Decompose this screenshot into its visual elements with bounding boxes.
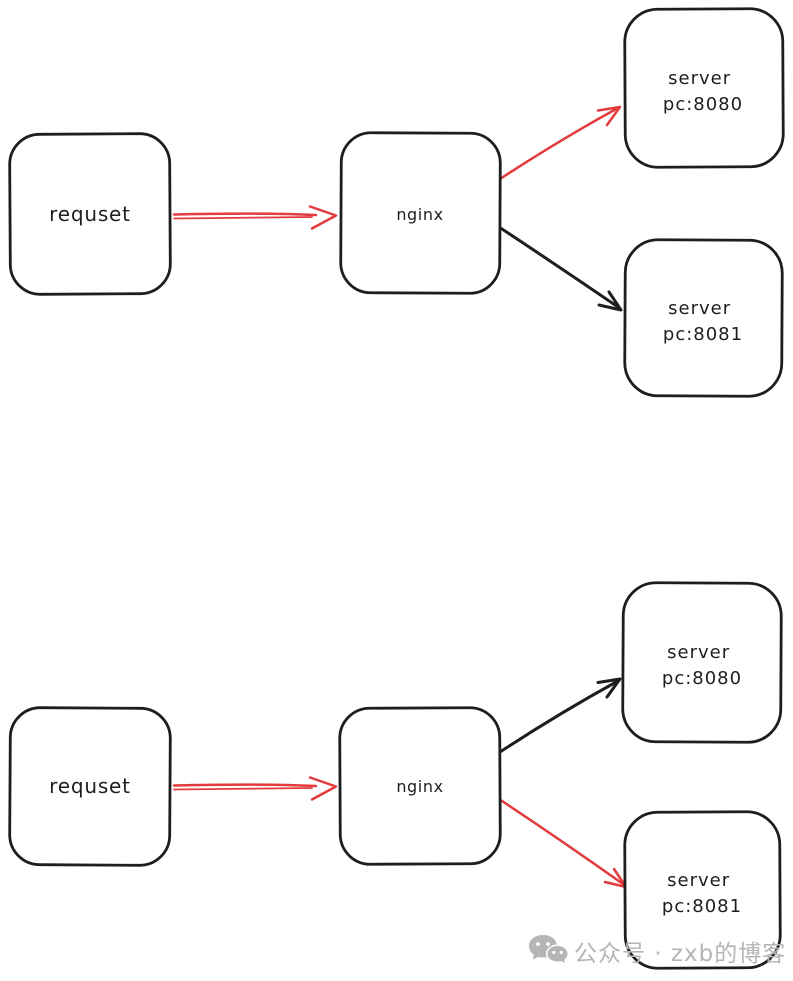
server-label-line1: server bbox=[668, 298, 731, 319]
arrowhead-icon bbox=[596, 677, 622, 699]
server-label-line2: pc:8080 bbox=[662, 668, 742, 689]
nginx-node-top: nginx bbox=[339, 131, 502, 295]
server-node-box bbox=[623, 810, 782, 970]
edge-request-to-nginx-top bbox=[172, 205, 338, 230]
watermark-text: 公众号 · zxb的博客 bbox=[574, 941, 786, 967]
server-node-box bbox=[623, 238, 784, 398]
edge-request-to-nginx-bottom bbox=[172, 776, 338, 801]
edge-nginx-to-server8080-bottom bbox=[498, 677, 622, 754]
arrowhead-icon bbox=[308, 776, 338, 801]
server-label-line2: pc:8081 bbox=[663, 324, 743, 345]
server-8081-node-top: server pc:8081 bbox=[623, 238, 784, 398]
wechat-eye bbox=[546, 942, 550, 946]
server-8081-label: server pc:8081 bbox=[662, 870, 742, 917]
edge-nginx-to-server8081-top bbox=[497, 225, 623, 312]
request-node-label: requset bbox=[49, 202, 131, 226]
server-8080-node-bottom: server pc:8080 bbox=[621, 581, 783, 744]
edge-nginx-to-server8081-bottom bbox=[497, 797, 628, 889]
edge-line-doublestroke bbox=[173, 216, 313, 220]
request-node-label: requset bbox=[49, 774, 131, 798]
server-node-box bbox=[623, 7, 785, 169]
request-node-bottom: requset bbox=[8, 706, 172, 867]
server-label-line2: pc:8081 bbox=[662, 896, 742, 917]
server-8081-label: server pc:8081 bbox=[663, 298, 743, 345]
request-node-box bbox=[8, 706, 172, 867]
nginx-node-box bbox=[339, 131, 502, 295]
server-8080-node-top: server pc:8080 bbox=[623, 7, 785, 169]
request-node-top: requset bbox=[8, 132, 172, 296]
edge-line bbox=[172, 212, 318, 217]
edge-line-doublestroke bbox=[173, 787, 313, 791]
bottom-diagram: requset nginx server pc:8080 server pc:8… bbox=[8, 581, 783, 970]
wechat-icon bbox=[529, 935, 569, 965]
wechat-eye bbox=[559, 950, 563, 955]
server-label-line1: server bbox=[668, 68, 731, 89]
nginx-node-box bbox=[338, 706, 502, 866]
nginx-node-bottom: nginx bbox=[338, 706, 502, 866]
nginx-node-label: nginx bbox=[396, 205, 443, 224]
wechat-eye bbox=[552, 950, 556, 955]
edge-line bbox=[172, 783, 318, 788]
edge-line bbox=[497, 797, 625, 886]
server-label-line1: server bbox=[667, 642, 730, 663]
watermark: 公众号 · zxb的博客 bbox=[529, 935, 786, 967]
top-diagram: requset nginx server pc:8080 server pc:8… bbox=[8, 7, 785, 398]
server-8081-node-bottom: server pc:8081 bbox=[623, 810, 782, 970]
wechat-small-bubble bbox=[547, 946, 568, 963]
arrowhead-icon bbox=[308, 205, 338, 230]
edge-line bbox=[498, 107, 619, 181]
arrowhead-icon bbox=[597, 290, 623, 312]
edge-nginx-to-server8080-top bbox=[498, 105, 622, 181]
request-node-box bbox=[8, 132, 172, 296]
wechat-eye bbox=[536, 942, 540, 946]
server-8080-label: server pc:8080 bbox=[663, 68, 743, 115]
edge-line bbox=[497, 225, 620, 309]
server-8080-label: server pc:8080 bbox=[662, 642, 742, 689]
edge-line bbox=[498, 680, 619, 754]
server-label-line1: server bbox=[667, 870, 730, 891]
nginx-node-label: nginx bbox=[396, 777, 443, 796]
arrowhead-icon bbox=[596, 105, 622, 127]
server-label-line2: pc:8080 bbox=[663, 94, 743, 115]
server-node-box bbox=[621, 581, 783, 744]
